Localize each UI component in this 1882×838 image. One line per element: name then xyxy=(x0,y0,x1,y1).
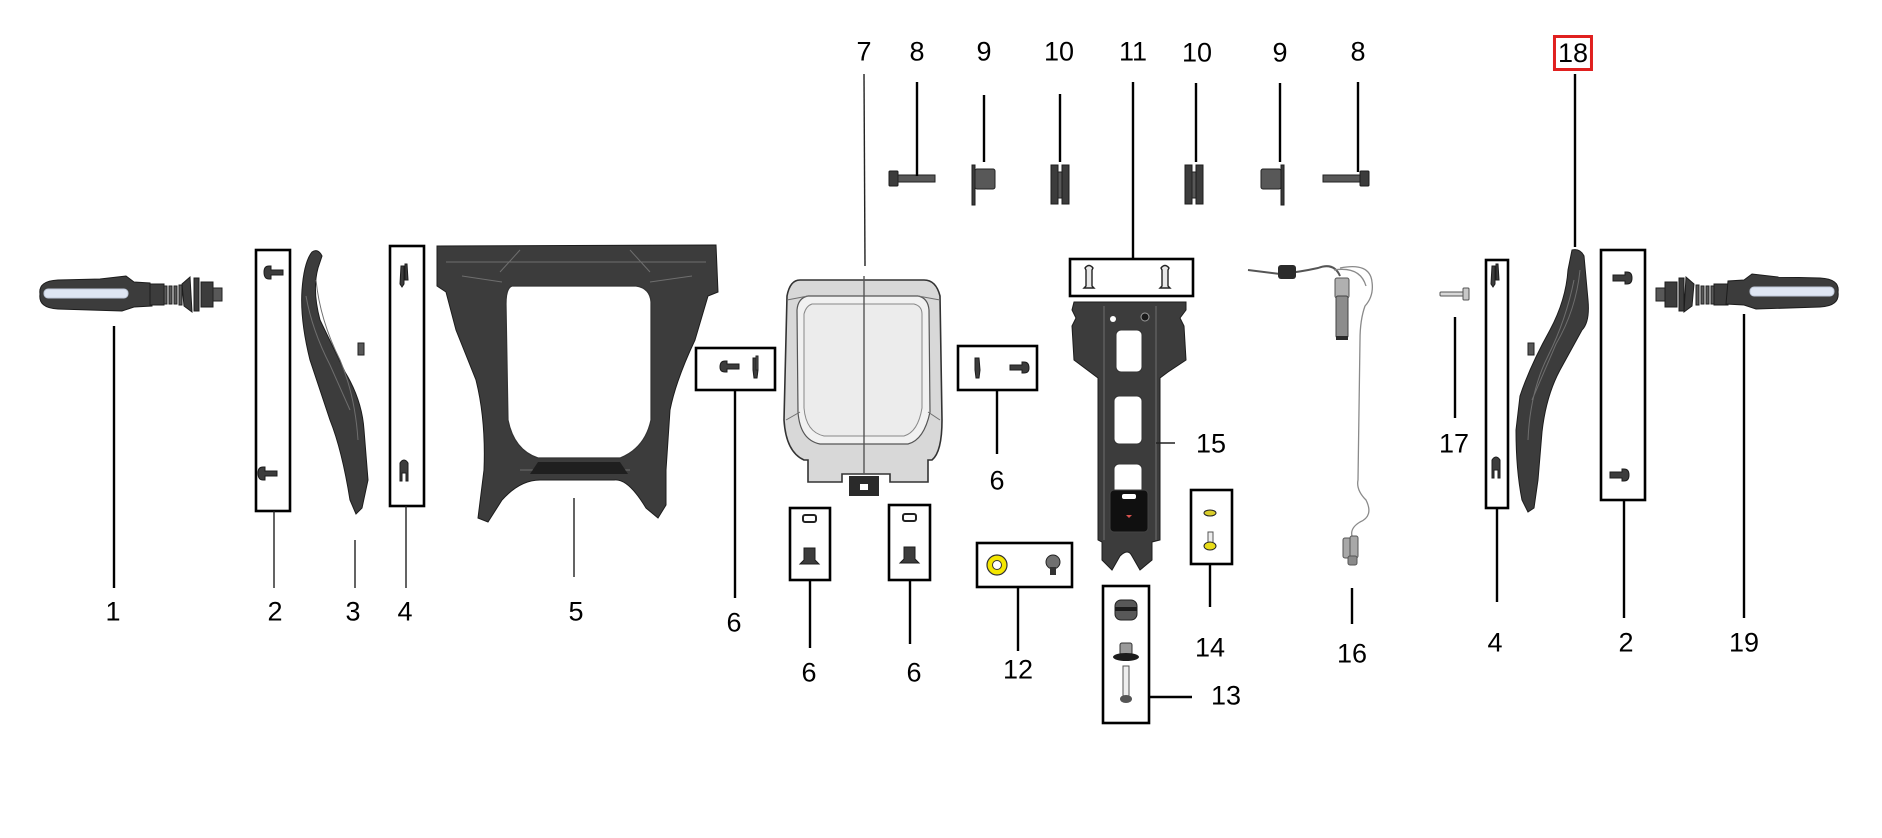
part-12-washer-bolt-kit[interactable] xyxy=(975,541,1074,589)
part-3-left-signal-bracket[interactable] xyxy=(301,250,369,515)
part-10-grommet-left[interactable] xyxy=(1050,164,1070,205)
part-2-left-bolt-kit[interactable] xyxy=(254,248,292,513)
callout-15[interactable]: 15 xyxy=(1195,428,1227,459)
callout-2-right[interactable]: 2 xyxy=(1618,627,1634,658)
callout-9-right[interactable]: 9 xyxy=(1272,37,1288,68)
part-6-fastener-kit-c[interactable] xyxy=(788,506,832,582)
callout-9-left[interactable]: 9 xyxy=(976,36,992,67)
part-9-flanged-collar-left[interactable] xyxy=(971,164,996,206)
part-7-instrument-cluster[interactable] xyxy=(783,276,943,496)
callout-10-right[interactable]: 10 xyxy=(1181,37,1213,68)
part-18-right-signal-bracket[interactable] xyxy=(1515,249,1589,513)
part-17-bolt[interactable] xyxy=(1439,287,1470,301)
callout-8-right[interactable]: 8 xyxy=(1350,36,1366,67)
callout-18-highlighted[interactable]: 18 xyxy=(1552,35,1594,71)
part-10-grommet-right[interactable] xyxy=(1184,164,1204,205)
callout-6a[interactable]: 6 xyxy=(726,607,742,638)
part-6-fastener-kit-b[interactable] xyxy=(956,344,1039,392)
part-4-right-clip-kit[interactable] xyxy=(1484,258,1510,510)
part-9-flanged-collar-right[interactable] xyxy=(1260,164,1285,206)
callout-2-left[interactable]: 2 xyxy=(267,596,283,627)
callout-6b[interactable]: 6 xyxy=(989,465,1005,496)
callout-8-left[interactable]: 8 xyxy=(909,36,925,67)
part-13-damper-kit[interactable] xyxy=(1101,584,1151,725)
part-11-screw-kit[interactable] xyxy=(1068,257,1195,298)
callout-19[interactable]: 19 xyxy=(1728,627,1760,658)
callout-6c[interactable]: 6 xyxy=(801,657,817,688)
part-5-cowl-frame[interactable] xyxy=(436,244,719,523)
callout-10-left[interactable]: 10 xyxy=(1043,36,1075,67)
callout-13[interactable]: 13 xyxy=(1210,680,1242,711)
part-8-collar-bolt-left[interactable] xyxy=(888,170,936,187)
callout-4-left[interactable]: 4 xyxy=(397,596,413,627)
part-6-fastener-kit-a[interactable] xyxy=(694,346,777,392)
callout-14[interactable]: 14 xyxy=(1194,632,1226,663)
part-1-left-turn-signal[interactable] xyxy=(39,275,223,314)
callout-12[interactable]: 12 xyxy=(1002,654,1034,685)
part-16-wiring-harness[interactable] xyxy=(1247,265,1373,566)
callout-7[interactable]: 7 xyxy=(856,36,872,67)
callout-4-right[interactable]: 4 xyxy=(1487,627,1503,658)
part-15-mounting-bracket[interactable] xyxy=(1071,301,1187,571)
callout-16[interactable]: 16 xyxy=(1336,638,1368,669)
callout-1[interactable]: 1 xyxy=(105,596,121,627)
callout-17[interactable]: 17 xyxy=(1438,428,1470,459)
callout-6d[interactable]: 6 xyxy=(906,657,922,688)
part-8-collar-bolt-right[interactable] xyxy=(1322,170,1370,187)
part-14-nut-screw-kit[interactable] xyxy=(1189,488,1234,566)
part-4-left-clip-kit[interactable] xyxy=(388,244,426,508)
part-2-right-bolt-kit[interactable] xyxy=(1599,248,1647,502)
part-19-right-turn-signal[interactable] xyxy=(1655,273,1839,314)
part-6-fastener-kit-d[interactable] xyxy=(887,503,932,582)
callout-5[interactable]: 5 xyxy=(568,596,584,627)
callout-11[interactable]: 11 xyxy=(1118,36,1148,67)
callout-3[interactable]: 3 xyxy=(345,596,361,627)
leader-7 xyxy=(863,73,866,267)
